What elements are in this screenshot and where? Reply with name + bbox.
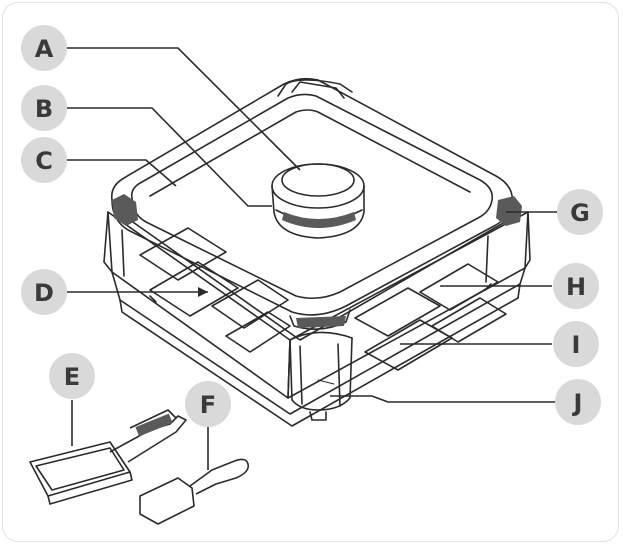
front-grip	[296, 316, 346, 328]
label-f: F	[200, 391, 216, 419]
leader-lines	[66, 47, 560, 470]
label-badges: A B C D E F G H	[21, 25, 603, 427]
raclette-pan	[29, 409, 187, 505]
label-h: H	[566, 273, 586, 301]
label-d: D	[34, 279, 54, 307]
control-column	[289, 331, 353, 421]
badge-j: J	[555, 379, 601, 425]
badge-e: E	[49, 353, 95, 399]
base-front-left-face	[107, 211, 291, 399]
right-grip-g	[496, 196, 522, 226]
knob-band	[282, 212, 356, 228]
label-a: A	[35, 35, 54, 63]
spatula	[139, 458, 250, 525]
label-i: I	[572, 331, 581, 359]
leader-a	[66, 47, 301, 171]
label-g: G	[570, 199, 590, 227]
left-grip	[112, 194, 138, 226]
label-c: C	[35, 147, 53, 175]
leader-c	[66, 159, 177, 187]
tray-slot	[139, 227, 227, 281]
badge-h: H	[553, 263, 599, 309]
grill-base	[103, 211, 531, 427]
badge-f: F	[185, 381, 231, 427]
badge-i: I	[553, 321, 599, 367]
label-b: B	[35, 95, 53, 123]
badge-a: A	[21, 25, 67, 71]
badge-g: G	[557, 189, 603, 235]
badge-b: B	[21, 85, 67, 131]
leader-b	[66, 107, 272, 207]
badge-d: D	[21, 269, 67, 315]
arrowhead-d	[198, 287, 208, 297]
badge-c: C	[21, 137, 67, 183]
label-e: E	[64, 363, 80, 391]
label-j: J	[572, 389, 583, 417]
leader-j	[330, 395, 556, 403]
plate-rim	[110, 77, 513, 316]
